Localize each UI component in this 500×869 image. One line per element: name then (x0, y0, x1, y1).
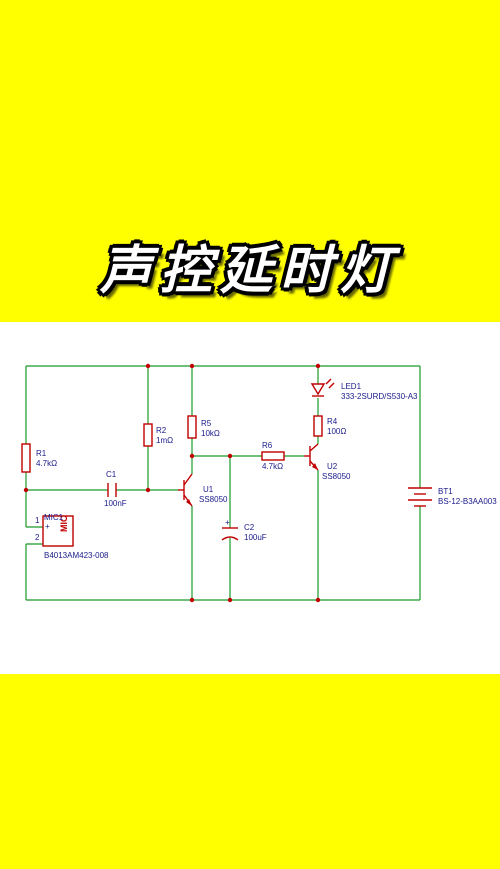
mic1-value: B4013AM423-008 (44, 551, 109, 560)
r4-value: 100Ω (327, 427, 346, 436)
capacitor-c1: C1 100nF (104, 470, 127, 508)
u1-ref: U1 (203, 485, 214, 494)
microphone-mic1: MIC MIC1 1 2 + B4013AM423-008 (35, 513, 109, 560)
resistor-r5: R5 10kΩ (187, 415, 220, 439)
resistor-r6: R6 4.7kΩ (261, 441, 285, 471)
mic1-plus: + (45, 522, 50, 531)
c2-ref: C2 (244, 523, 255, 532)
circuit-schematic: R1 4.7kΩ R2 1mΩ R5 10kΩ R6 4.7kΩ R4 100Ω… (21, 363, 497, 603)
resistor-r4: R4 100Ω (313, 415, 346, 437)
resistor-r1: R1 4.7kΩ (21, 443, 57, 473)
c1-ref: C1 (106, 470, 117, 479)
r1-value: 4.7kΩ (36, 459, 57, 468)
led1-ref: LED1 (341, 382, 362, 391)
led-led1: LED1 333-2SURD/S530-A3 (310, 378, 418, 401)
bt1-ref: BT1 (438, 487, 453, 496)
battery-bt1: BT1 BS-12-B3AA003 (408, 487, 497, 507)
schematic-area (0, 322, 500, 674)
page-title: 声控延时灯 (99, 241, 400, 301)
u2-value: SS8050 (322, 472, 351, 481)
c2-plus: + (225, 518, 230, 527)
r6-value: 4.7kΩ (262, 462, 283, 471)
capacitor-c2: + C2 100uF (221, 518, 267, 542)
r6-ref: R6 (262, 441, 273, 450)
bt1-value: BS-12-B3AA003 (438, 497, 497, 506)
wires (25, 365, 421, 601)
transistor-u2: U2 SS8050 (304, 443, 351, 481)
top-yellow-band (0, 0, 500, 322)
r2-value: 1mΩ (156, 436, 173, 445)
u2-ref: U2 (327, 462, 338, 471)
u1-value: SS8050 (199, 495, 228, 504)
junction-nodes (23, 363, 321, 603)
mic1-ref: MIC1 (44, 513, 64, 522)
c1-value: 100nF (104, 499, 127, 508)
r4-ref: R4 (327, 417, 338, 426)
led1-value: 333-2SURD/S530-A3 (341, 392, 418, 401)
mic1-pin2: 2 (35, 533, 40, 542)
mic-body-label: MIC (59, 515, 69, 532)
mic1-pin1: 1 (35, 516, 40, 525)
transistor-u1: U1 SS8050 (178, 473, 228, 507)
bottom-yellow-band (0, 674, 500, 869)
r5-value: 10kΩ (201, 429, 220, 438)
resistor-r2: R2 1mΩ (143, 423, 173, 447)
r2-ref: R2 (156, 426, 167, 435)
r5-ref: R5 (201, 419, 212, 428)
r1-ref: R1 (36, 449, 47, 458)
c2-value: 100uF (244, 533, 267, 542)
